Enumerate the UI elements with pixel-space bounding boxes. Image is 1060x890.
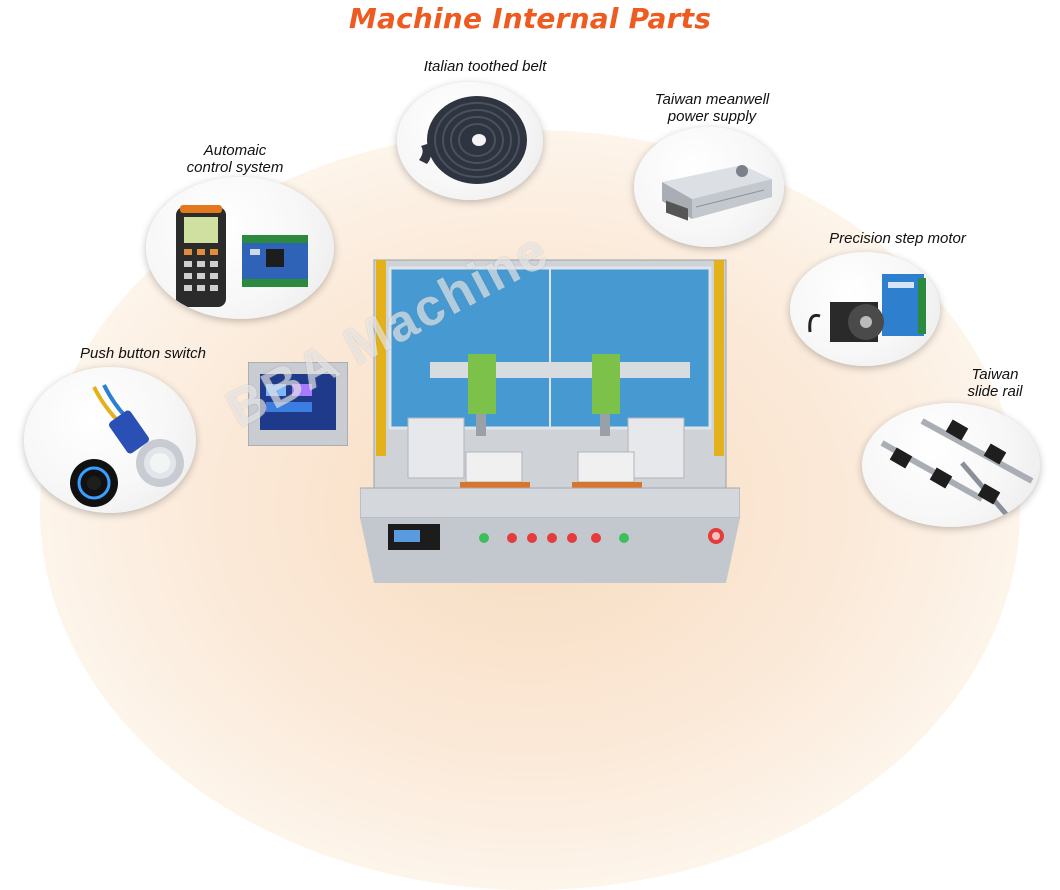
belt-photo (397, 82, 543, 200)
slide-rail-icon (880, 418, 1034, 523)
label-control-system: Automaic control system (160, 142, 310, 176)
label-toothed-belt: Italian toothed belt (423, 58, 547, 75)
push-button-photo (24, 367, 196, 513)
touch-screen-panel (247, 361, 349, 447)
step-motor-photo (790, 252, 940, 366)
page-title: Machine Internal Parts (348, 2, 712, 35)
label-control-system-line1: Automaic (203, 142, 267, 159)
label-power-supply-line1: Taiwan meanwell (654, 91, 770, 108)
label-step-motor: Precision step motor (829, 230, 966, 247)
label-power-supply: Taiwan meanwell power supply (632, 91, 792, 125)
control-system-photo (146, 177, 334, 319)
label-slide-rail-line1: Taiwan (971, 366, 1019, 383)
soldering-machine-icon (359, 259, 741, 583)
push-button-switch-icon (70, 384, 184, 507)
touch-screen-icon (247, 361, 349, 447)
label-push-button: Push button switch (80, 345, 206, 362)
power-supply-photo (634, 127, 784, 247)
step-motor-icon (808, 274, 926, 342)
label-slide-rail: Taiwan slide rail (950, 366, 1040, 400)
soldering-machine (359, 252, 741, 583)
label-slide-rail-line2: slide rail (967, 383, 1023, 400)
label-power-supply-line2: power supply (667, 108, 757, 125)
label-control-system-line2: control system (186, 159, 284, 176)
slide-rail-photo (862, 403, 1040, 527)
control-system-icon (176, 205, 308, 307)
toothed-belt-icon (419, 96, 527, 184)
power-supply-icon (662, 165, 772, 221)
